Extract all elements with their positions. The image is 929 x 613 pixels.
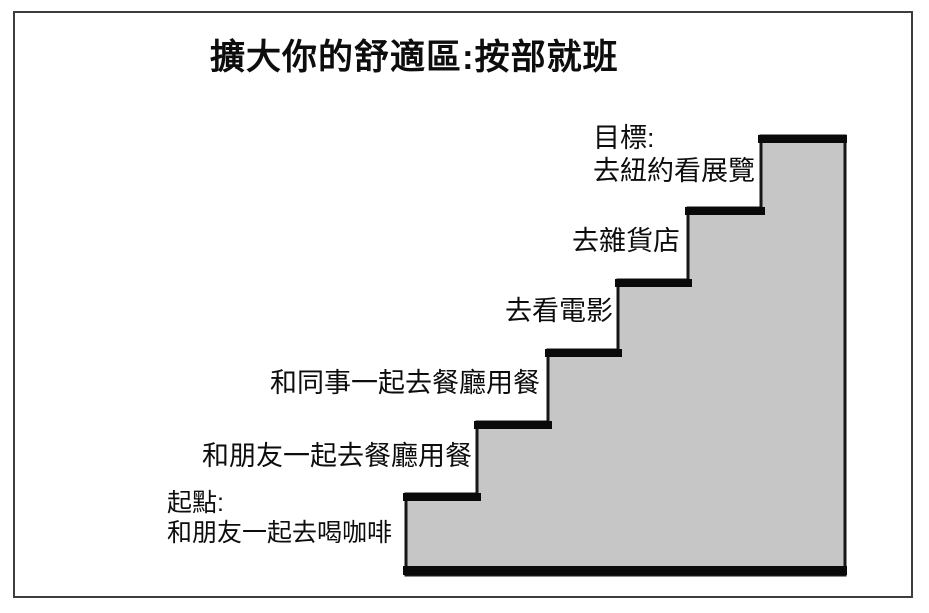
step-label-colleagues: 和同事一起去餐廳用餐 [270,367,540,400]
staircase-shape [404,134,847,577]
step-label-friends-restaurant-line1: 和朋友一起去餐廳用餐 [202,441,472,471]
step-label-colleagues-line1: 和同事一起去餐廳用餐 [270,368,540,398]
step-label-goal-line1: 目標: [593,123,655,153]
staircase-base [403,566,847,575]
step-label-movie-line1: 去看電影 [505,296,613,326]
step-label-start: 起點: 和朋友一起去喝咖啡 [167,488,392,548]
step-label-movie: 去看電影 [505,295,613,328]
tread-5 [685,207,765,215]
diagram-title: 擴大你的舒適區:按部就班 [210,38,619,77]
step-label-goal-line2: 去紐約看展覽 [593,156,755,186]
step-label-grocery-line1: 去雜貨店 [572,226,680,256]
tread-4 [615,279,692,287]
tread-1 [403,493,481,501]
tread-2 [474,421,552,429]
tread-6 [758,135,847,143]
tread-3 [545,349,622,357]
step-label-grocery: 去雜貨店 [572,225,680,258]
step-label-start-line1: 起點: [167,489,224,517]
step-label-goal: 目標: 去紐約看展覽 [593,122,755,188]
step-label-start-line2: 和朋友一起去喝咖啡 [167,519,393,547]
step-label-friends-restaurant: 和朋友一起去餐廳用餐 [202,440,472,473]
